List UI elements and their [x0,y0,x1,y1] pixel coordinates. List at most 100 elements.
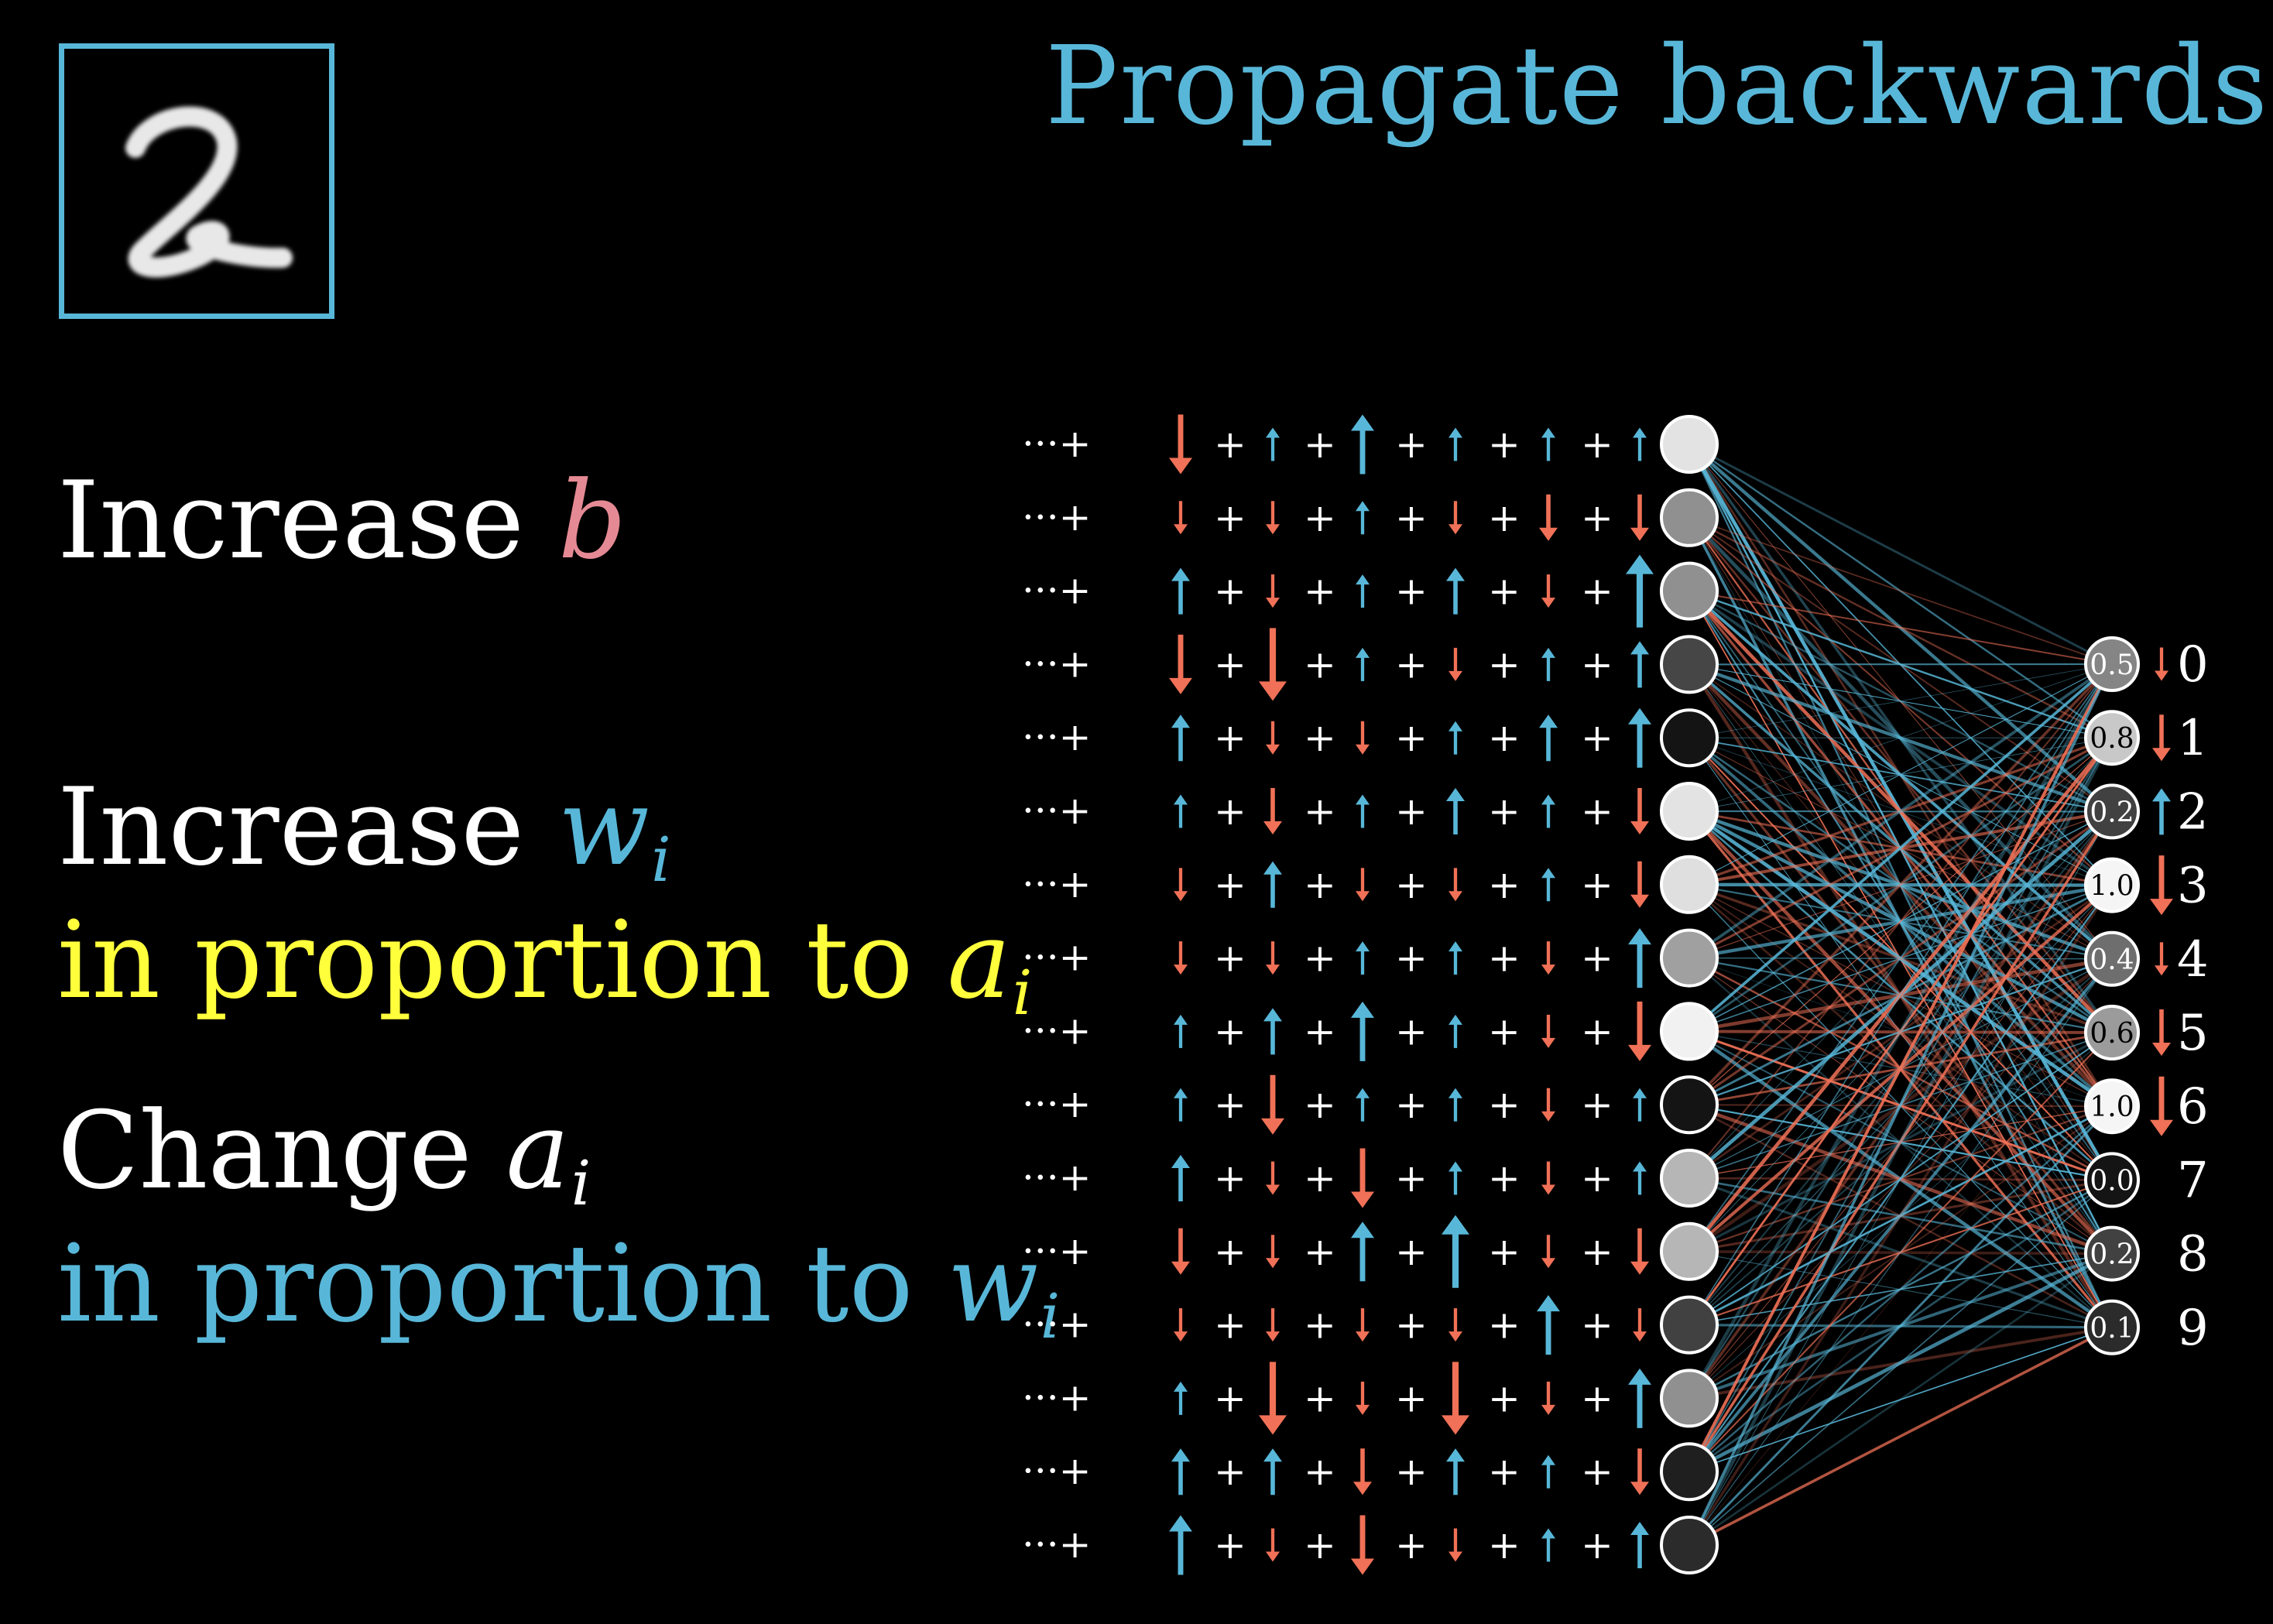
plus-sign: + [1488,936,1520,981]
plus-sign: + [1304,1523,1336,1567]
plus-sign: + [1488,495,1520,540]
nudge-row: ···++++++ [1022,1516,1649,1575]
arrow-head [1169,1516,1192,1532]
plus-sign: + [1304,422,1336,467]
nudge-arrow [1541,1235,1555,1268]
output-activation-value: 0.2 [2090,797,2134,828]
plus-sign: + [1581,1229,1613,1274]
nudge-arrow [1171,714,1190,761]
nudge-arrow [1356,868,1370,901]
plus-sign: + [1304,1082,1336,1127]
hidden-neuron [1661,1077,1717,1132]
weight-connection [1689,1254,2112,1545]
nudge-arrow [1263,1008,1282,1054]
arrow-head [1356,574,1370,584]
nudge-arrow [1171,1228,1190,1275]
nudge-arrow [1448,1015,1462,1048]
arrow-head [1448,1088,1462,1098]
arrow-head [1356,1405,1370,1415]
nudge-row: ···++++++ [1022,928,1651,988]
output-activation-value: 0.5 [2090,649,2134,681]
plus-sign: + [1395,569,1428,614]
arrow-head [1448,1015,1462,1025]
nudge-arrow [1442,1215,1469,1288]
plus-sign: + [1304,1009,1336,1054]
output-activation-value: 0.1 [2090,1313,2134,1345]
nudge-arrow [1174,1382,1188,1415]
nudge-arrow [1266,721,1280,755]
output-nudge-arrow [2150,1077,2173,1136]
plus-sign: + [1395,715,1428,760]
nudge-arrow [1353,1448,1372,1495]
arrow-head [1541,1112,1555,1122]
arrow-head [1446,568,1465,581]
arrow-head [1356,745,1370,755]
plus-sign: + [1214,422,1246,467]
nudge-arrow [1263,1448,1282,1495]
plus-sign: + [1395,1303,1428,1348]
plus-sign: + [1304,569,1336,614]
nudge-arrow [1266,428,1280,461]
plus-sign: + [1395,1009,1428,1054]
nudge-arrow [1541,795,1555,828]
arrow-head [1353,1482,1372,1495]
nudge-arrow [1351,415,1374,475]
nudge-arrow [1539,495,1558,541]
plus-sign: + [1488,422,1520,467]
plus-sign: + [1488,1449,1520,1494]
plus-sign: + [1581,422,1613,467]
output-nudge-arrow [2155,942,2168,975]
nudge-row: ···++++++ [1022,862,1649,908]
arrow-head [1174,1382,1188,1392]
arrow-head [1630,821,1649,834]
output-digit-label: 6 [2177,1078,2209,1136]
arrow-head [1541,598,1555,608]
plus-sign: + [1488,1229,1520,1274]
plus-sign: + [1581,1009,1613,1054]
nudge-row: ···++++++ [1022,1149,1647,1208]
nudge-arrow [1356,648,1370,681]
nudge-arrow [1351,1149,1374,1208]
row-prefix: ···+ [1022,421,1092,466]
nudge-row: ···++++++ [1022,1295,1647,1355]
arrow-head [1448,941,1462,951]
row-prefix: ···+ [1022,495,1092,540]
arrow-head [1539,528,1558,541]
hidden-neuron [1661,1003,1717,1059]
plus-sign: + [1395,1082,1428,1127]
nudge-arrow [1174,795,1188,828]
arrow-head [1630,1522,1649,1535]
output-digit-label: 7 [2177,1152,2209,1209]
plus-sign: + [1581,936,1613,981]
plus-sign: + [1488,862,1520,907]
nudge-arrow [1261,1075,1284,1135]
plus-sign: + [1581,862,1613,907]
nudge-arrow [1448,1529,1462,1562]
plus-sign: + [1214,1229,1246,1274]
nudge-arrow [1446,1448,1465,1495]
plus-sign: + [1214,1082,1246,1127]
nudge-arrow [1351,1221,1374,1281]
nudge-arrow [1356,795,1370,828]
nudge-arrow [1448,501,1462,534]
arrow-head [2150,899,2173,915]
arrow-head [1351,415,1374,431]
nudge-row: ···++++++ [1022,1362,1651,1434]
arrow-head [1356,1331,1370,1341]
arrow-head [1448,524,1462,534]
plus-sign: + [1214,1303,1246,1348]
nudge-arrow [1174,868,1188,901]
output-digit-label: 4 [2177,931,2209,988]
arrow-head [1446,788,1465,801]
nudge-arrow [1356,1088,1370,1122]
arrow-head [1356,941,1370,951]
arrow-head [1448,891,1462,901]
nudge-arrow [1259,628,1287,701]
arrow-head [1541,428,1555,438]
row-prefix: ···+ [1022,1375,1092,1420]
arrow-head [2150,1120,2173,1136]
output-digit-label: 9 [2177,1300,2209,1357]
output-nudge-arrow [2152,714,2171,761]
arrow-head [1356,501,1370,511]
